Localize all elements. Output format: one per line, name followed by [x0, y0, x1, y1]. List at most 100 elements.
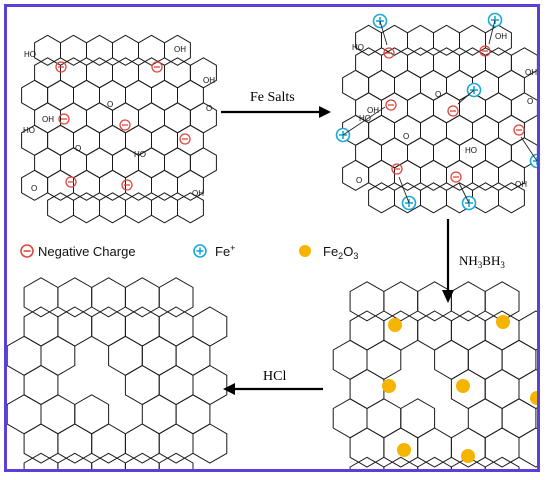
- hexagon-ring: [151, 124, 178, 156]
- hexagon-ring: [485, 92, 512, 124]
- hexagon-ring: [192, 306, 228, 347]
- hexagon-ring: [175, 335, 211, 376]
- hexagon-ring: [112, 57, 139, 89]
- hexagon-ring: [518, 427, 550, 468]
- hexagon-ring: [349, 427, 385, 468]
- negative-charge-icon: [450, 171, 462, 183]
- hydroxyl-label: OH: [515, 180, 527, 189]
- hexagon-ring: [151, 79, 178, 111]
- hexagon-ring: [355, 137, 382, 169]
- fe2o3-legend-icon: [299, 245, 311, 257]
- negative-charge-legend-icon: [20, 244, 34, 258]
- attraction-arrow: [520, 136, 538, 162]
- hydroxyl-label: HO: [134, 150, 146, 159]
- fe-ion-legend-icon: [193, 244, 207, 258]
- negative-charge-icon: [119, 119, 131, 131]
- hexagon-ring: [433, 24, 460, 56]
- fe2o3-particle: [461, 449, 475, 463]
- fe2o3-particle: [388, 318, 402, 332]
- negative-charge-icon: [151, 61, 163, 73]
- carbonyl-label: O: [206, 104, 212, 113]
- hexagon-ring: [47, 169, 74, 201]
- fe2o3-particle: [496, 315, 510, 329]
- negative-charge-icon: [447, 105, 459, 117]
- hexagon-ring: [34, 147, 61, 179]
- hexagon-ring: [47, 79, 74, 111]
- fe-ion-icon: [398, 176, 417, 211]
- hexagon-ring: [6, 394, 42, 435]
- attraction-arrow: [342, 106, 386, 136]
- fe-ion-icon: [335, 106, 386, 143]
- hexagon-ring: [368, 69, 395, 101]
- hexagon-ring: [99, 124, 126, 156]
- hexagon-ring: [349, 368, 385, 410]
- hexagon-ring: [164, 147, 191, 179]
- negative-charge-icon: [385, 99, 397, 111]
- hexagon-ring: [417, 427, 452, 468]
- hexagon-ring: [484, 368, 520, 410]
- hexagon-ring: [177, 79, 204, 111]
- hexagon-ring: [417, 310, 452, 351]
- hexagon-ring: [342, 69, 370, 101]
- fe2o3-graphene-lattice: [332, 281, 550, 480]
- hexagon-ring: [91, 306, 126, 347]
- hydroxyl-label: OH: [192, 189, 204, 198]
- step3-label: HCl: [263, 369, 286, 384]
- hexagon-ring: [99, 192, 126, 224]
- attraction-arrow: [488, 19, 496, 45]
- hexagon-ring: [34, 57, 61, 89]
- attraction-arrow: [398, 176, 410, 204]
- fe-ion-icon: [520, 136, 545, 169]
- hexagon-ring: [498, 182, 525, 214]
- hydroxyl-label: HO: [24, 50, 36, 59]
- hexagon-ring: [400, 398, 436, 439]
- hexagon-ring: [91, 423, 126, 464]
- hydroxyl-label: OH: [203, 76, 215, 85]
- hexagon-ring: [151, 192, 178, 224]
- hexagon-ring: [60, 102, 87, 134]
- hexagon-ring: [60, 147, 87, 179]
- hexagon-ring: [124, 423, 160, 464]
- hexagon-ring: [459, 92, 486, 124]
- hexagon-ring: [138, 102, 165, 134]
- step1-label: Fe Salts: [250, 90, 295, 105]
- hexagon-ring: [407, 47, 434, 79]
- hexagon-ring: [349, 281, 385, 322]
- hexagon-ring: [86, 34, 113, 66]
- hydroxyl-label: OH: [525, 68, 537, 77]
- hexagon-ring: [394, 69, 421, 101]
- negative-charges-go: [55, 61, 191, 191]
- hexagon-ring: [368, 114, 395, 146]
- hexagon-ring: [332, 398, 368, 439]
- hexagon-ring: [472, 159, 499, 191]
- hydroxyl-label: HO: [359, 114, 371, 123]
- hexagon-ring: [349, 310, 385, 351]
- epoxy-label: O: [107, 100, 113, 109]
- hexagon-ring: [485, 137, 512, 169]
- negative-charge-icon: [513, 124, 525, 136]
- fe-ion-icon: [457, 82, 482, 105]
- attraction-arrow: [458, 182, 470, 204]
- hexagon-ring: [124, 306, 160, 347]
- hexagon-ring: [158, 364, 194, 406]
- hexagon-ring: [60, 57, 87, 89]
- hexagon-ring: [6, 335, 42, 376]
- negative-charges-fe: [383, 45, 525, 183]
- epoxy-label: O: [403, 132, 409, 141]
- negative-charge-icon: [65, 176, 77, 188]
- hexagon-ring: [467, 398, 503, 439]
- negative-charge-icon: [58, 113, 70, 125]
- fe2o3-particle: [456, 379, 470, 393]
- hexagon-ring: [472, 182, 499, 214]
- hexagon-ring: [151, 169, 178, 201]
- hexagon-ring: [86, 57, 113, 89]
- negative-charge-icon: [179, 133, 191, 145]
- hexagon-ring: [86, 147, 113, 179]
- hexagon-ring: [164, 34, 191, 66]
- reaction-scheme: HO HO HO OH OH OH OH O O O O HO HO HO OH…: [6, 12, 550, 480]
- hexagon-ring: [498, 69, 525, 101]
- fe2o3-particles: [382, 315, 544, 463]
- hexagon-ring: [383, 281, 419, 322]
- fe-ion-icon: [487, 12, 503, 45]
- hexagon-ring: [420, 182, 447, 214]
